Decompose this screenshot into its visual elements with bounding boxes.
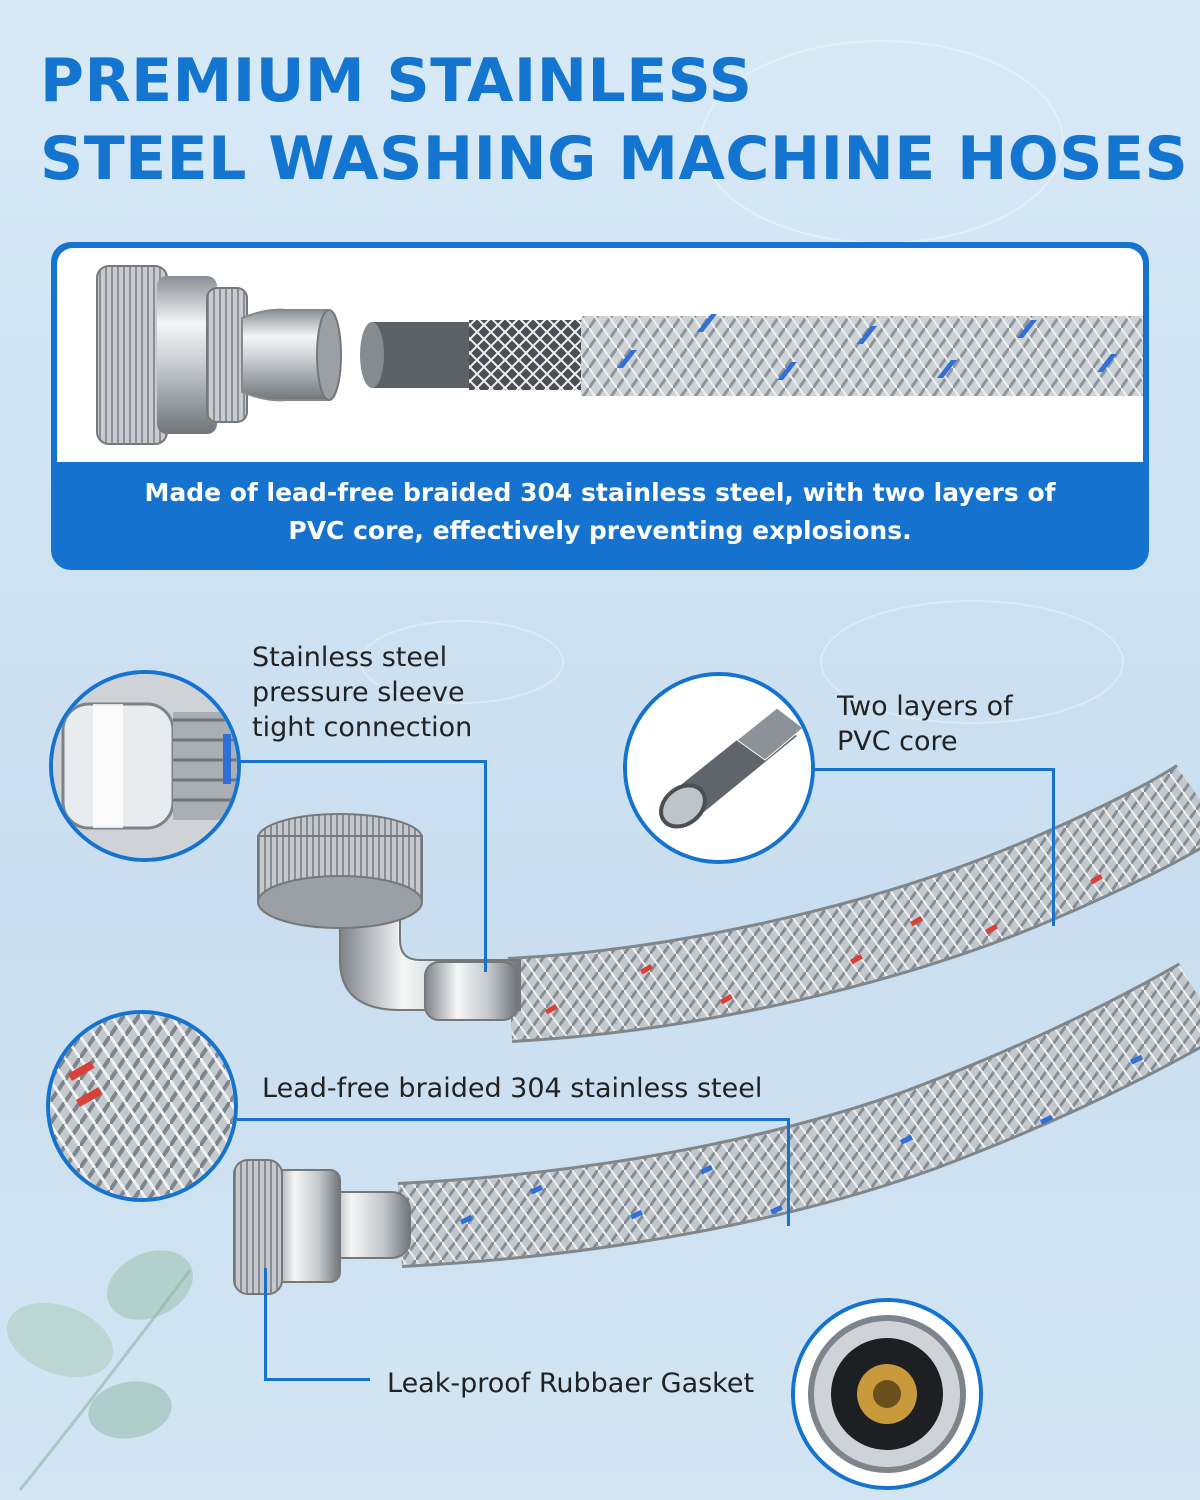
water-ripple	[360, 620, 564, 704]
callout-pressure-sleeve-line-3: tight connection	[252, 712, 473, 743]
leader-line	[787, 1118, 790, 1226]
rubber-gasket-closeup-image	[795, 1302, 979, 1486]
callout-pvc-core-line-1: Two layers of	[837, 691, 1013, 722]
callout-pressure-sleeve-line-2: pressure sleeve	[252, 677, 465, 708]
leader-line	[237, 1118, 789, 1121]
leader-line	[1052, 768, 1055, 926]
pvc-core-closeup-image	[627, 676, 811, 860]
callout-label-pressure-sleeve: Stainless steel pressure sleeve tight co…	[252, 640, 472, 745]
callout-circle-braided-steel	[46, 1010, 238, 1202]
leader-line	[484, 760, 487, 972]
leader-line	[240, 760, 486, 763]
callout-pressure-sleeve-line-1: Stainless steel	[252, 642, 448, 673]
callout-circle-pressure-sleeve	[49, 670, 241, 862]
callout-circle-rubber-gasket	[791, 1298, 983, 1490]
exploded-hose-panel: Made of lead-free braided 304 stainless …	[51, 242, 1149, 570]
callout-circle-pvc-core	[623, 672, 815, 864]
exploded-hose-illustration	[96, 265, 1143, 445]
braided-steel-closeup-image	[50, 1014, 234, 1198]
pressure-sleeve-closeup-image	[53, 674, 237, 858]
water-ripple	[820, 600, 1124, 724]
exploded-hose-illustration-area	[57, 248, 1143, 462]
callout-pvc-core-line-2: PVC core	[837, 726, 958, 757]
leader-line	[264, 1268, 267, 1380]
callout-label-braided-steel: Lead-free braided 304 stainless steel	[262, 1073, 763, 1104]
page-title-line-2: STEEL WASHING MACHINE HOSES	[40, 124, 1189, 194]
callout-label-pvc-core: Two layers of PVC core	[837, 689, 1013, 759]
panel-caption-line-2: PVC core, effectively preventing explosi…	[288, 516, 912, 545]
page-title-line-1: PREMIUM STAINLESS	[40, 46, 753, 116]
page-title: PREMIUM STAINLESS STEEL WASHING MACHINE …	[40, 42, 1188, 198]
callout-label-rubber-gasket: Leak-proof Rubbaer Gasket	[387, 1368, 755, 1399]
leader-line	[814, 768, 1054, 771]
leader-line	[264, 1378, 370, 1381]
panel-caption-line-1: Made of lead-free braided 304 stainless …	[144, 478, 1056, 507]
eucalyptus-leaf-decoration	[7, 1250, 193, 1491]
panel-caption: Made of lead-free braided 304 stainless …	[51, 474, 1149, 550]
